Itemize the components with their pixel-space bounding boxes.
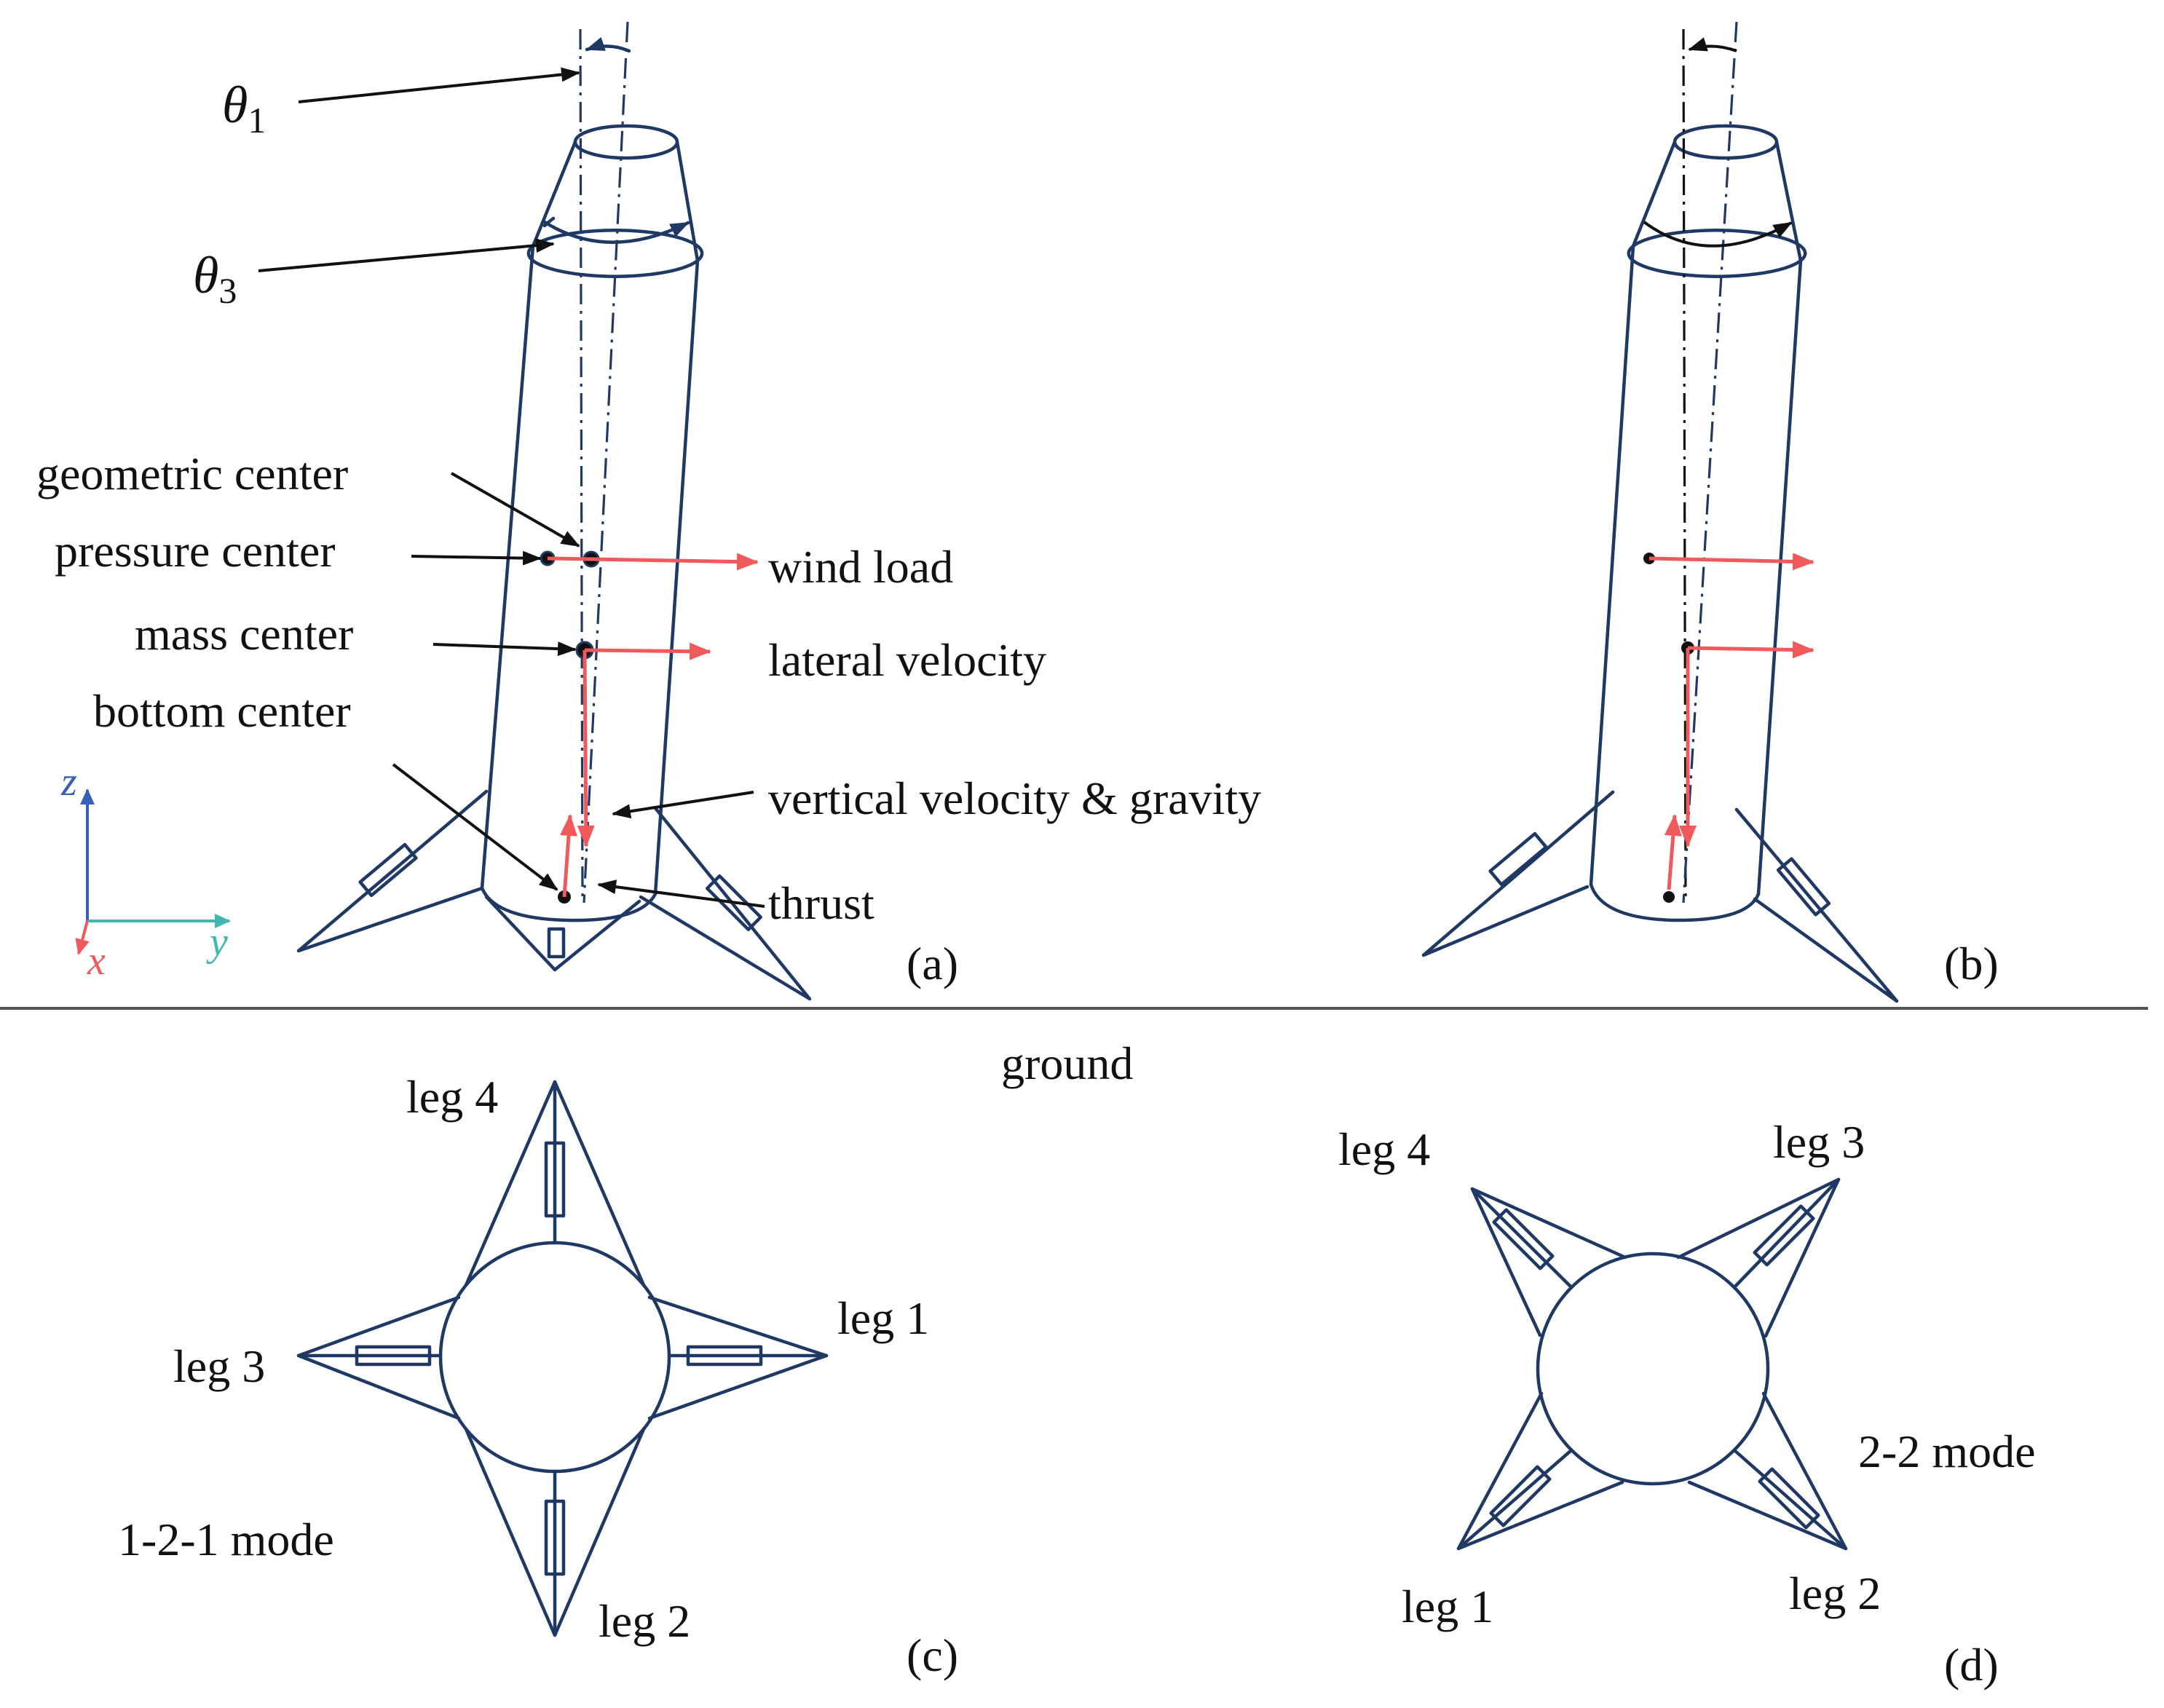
axis-y-label: y xyxy=(206,920,228,965)
legs-a xyxy=(296,789,812,1001)
geometric-center-label: geometric center xyxy=(36,448,348,499)
c-leg4-label: leg 4 xyxy=(406,1071,498,1123)
theta3-leader xyxy=(258,238,555,272)
axis-z-label: z xyxy=(60,759,77,804)
theta3-arc-b xyxy=(1643,221,1793,248)
c-mode-label: 1-2-1 mode xyxy=(118,1514,334,1565)
lateral-velocity-label: lateral velocity xyxy=(768,634,1046,686)
forces-a xyxy=(547,553,759,898)
panel-c-label: (c) xyxy=(907,1629,958,1681)
vertical-velocity-label: vertical velocity & gravity xyxy=(768,772,1261,824)
theta1-arc-b xyxy=(1688,37,1737,52)
rocket-body-a xyxy=(480,124,704,922)
wind-load-label: wind load xyxy=(768,541,953,593)
theta3-label: θ3 xyxy=(193,246,237,311)
d-leg3-label: leg 3 xyxy=(1773,1116,1865,1168)
coordinate-axes: z y x xyxy=(60,759,231,984)
mass-center-label: mass center xyxy=(135,608,353,660)
legs-b xyxy=(1421,790,1899,1003)
rocket-body-b xyxy=(1589,124,1807,922)
forces-b xyxy=(1648,553,1814,890)
bottom-center-label: bottom center xyxy=(93,685,351,737)
panel-c: leg 4 leg 1 leg 3 leg 2 1-2-1 mode (c) xyxy=(118,1071,958,1681)
panel-d: leg 4 leg 3 2-2 mode leg 1 leg 2 (d) xyxy=(1338,1116,2036,1691)
theta1-label: θ1 xyxy=(222,76,266,141)
d-mode-label: 2-2 mode xyxy=(1858,1426,2036,1477)
theta3-arc xyxy=(542,220,690,244)
d-leg1-label: leg 1 xyxy=(1402,1581,1493,1632)
vertical-velocity-arrow xyxy=(577,649,595,847)
theta1-arc xyxy=(585,36,631,53)
d-leg4-label: leg 4 xyxy=(1338,1123,1430,1175)
panel-b: (b) xyxy=(1421,21,1999,1003)
panel-a-label: (a) xyxy=(907,938,958,989)
wind-load-arrow xyxy=(547,553,759,571)
c-leg1-label: leg 1 xyxy=(837,1292,929,1344)
axis-lines-b xyxy=(1682,21,1738,904)
panel-b-label: (b) xyxy=(1944,938,1999,989)
c-leg3-label: leg 3 xyxy=(173,1340,265,1392)
axis-lines-a xyxy=(579,21,629,904)
thrust-label: thrust xyxy=(768,877,874,929)
ground-label: ground xyxy=(1001,1037,1133,1089)
c-leg2-label: leg 2 xyxy=(599,1595,690,1647)
d-leg2-label: leg 2 xyxy=(1789,1567,1881,1619)
thrust-arrow xyxy=(560,814,577,898)
panel-d-label: (d) xyxy=(1944,1639,1999,1691)
axis-x-label: x xyxy=(87,938,106,984)
theta1-leader xyxy=(298,67,580,103)
lateral-velocity-arrow xyxy=(584,642,711,660)
panel-a: θ1 θ3 geometric center pressure center m… xyxy=(36,21,1261,1001)
pressure-center-label: pressure center xyxy=(55,525,336,577)
